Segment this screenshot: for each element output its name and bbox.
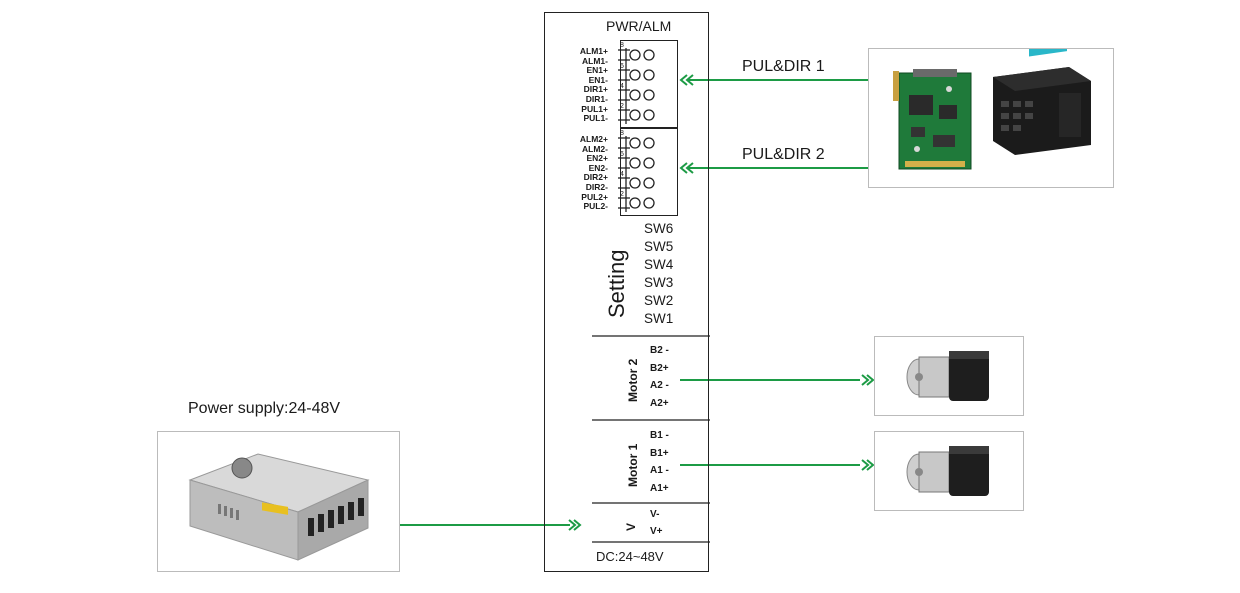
arrow-power: [568, 519, 577, 531]
pin-label: DIR1+: [583, 84, 608, 95]
dip-switch-list: SW6 SW5 SW4 SW3 SW2 SW1: [644, 220, 673, 328]
dip-switch-label: SW6: [644, 221, 674, 236]
dip-switch-label: SW2: [644, 293, 674, 308]
arrow-motor-2: [861, 374, 870, 386]
pin-label: DIR2-: [585, 181, 608, 192]
pin-number: 4: [620, 171, 624, 178]
stepper-motor-2-box: [874, 336, 1024, 416]
connector-1-terminals: 8 6 4 2: [618, 42, 655, 124]
power-supply-label: Power supply:24-48V: [188, 400, 341, 417]
dip-switch-label: SW3: [644, 275, 674, 290]
pin-label: PUL1+: [581, 103, 608, 114]
pin-label: ALM2+: [579, 134, 608, 144]
pin-number: 4: [620, 83, 624, 90]
pin-number: 2: [620, 191, 624, 198]
dip-switch-label: SW5: [644, 239, 674, 254]
stepper-motor-1-icon: [906, 446, 989, 496]
power-pin-label: V+: [650, 526, 663, 537]
pin-label: EN1+: [586, 65, 609, 76]
arrow-motor-1: [861, 459, 870, 471]
pin-label: ALM1-: [582, 55, 608, 66]
power-supply-icon: [188, 453, 370, 561]
motor-2-title: Motor 2: [626, 358, 640, 402]
pin-label: ALM2-: [582, 143, 608, 154]
motor-pin-label: A1+: [650, 482, 669, 494]
pwr-alm-label: PWR/ALM: [606, 18, 672, 34]
pin-label: PUL2-: [583, 201, 608, 212]
pin-number: 6: [620, 151, 624, 158]
motor-1-pins: B1 - B1+ A1 - A1+: [650, 427, 669, 497]
controller-box: [868, 37, 1114, 188]
plc-icon: [993, 37, 1091, 155]
pin-label: EN2+: [586, 153, 609, 164]
driver-dividers: [592, 335, 710, 543]
pul-dir-1-label: PUL&DIR 1: [742, 58, 825, 75]
connector-1-body: [620, 40, 678, 128]
stepper-motor-2-icon: [906, 351, 989, 401]
motor-pin-label: B1+: [650, 447, 669, 459]
power-supply-box: [157, 431, 400, 572]
pin-label: PUL2+: [581, 191, 608, 202]
dip-switch-label: SW4: [644, 257, 674, 272]
pin-number: 6: [620, 63, 624, 70]
motion-card-icon: [893, 69, 972, 170]
stepper-driver: [544, 12, 709, 572]
motor-pin-label: A2+: [650, 397, 669, 409]
stepper-motor-1-box: [874, 431, 1024, 511]
connector-1: ALM1+ ALM1- EN1+ EN1- DIR1+ DIR1- PUL1+ …: [548, 40, 678, 128]
connector-2: ALM2+ ALM2- EN2+ EN2- DIR2+ DIR2- PUL2+ …: [548, 128, 678, 216]
pin-label: DIR2+: [583, 172, 608, 183]
power-terminal-pins: V- V+: [650, 506, 663, 540]
pin-label: EN1-: [588, 74, 608, 85]
pin-label: EN2-: [588, 162, 608, 173]
pin-number: 8: [620, 130, 624, 137]
arrow-pul-dir-1: [679, 74, 688, 86]
motor-pin-label: A2 -: [650, 380, 669, 391]
pul-dir-2-label: PUL&DIR 2: [742, 146, 825, 163]
pin-label: PUL1-: [583, 113, 608, 124]
motor-2-pins: B2 - B2+ A2 - A2+: [650, 342, 669, 412]
motor-pin-label: B2+: [650, 362, 669, 374]
pin-label: ALM1+: [579, 46, 608, 56]
pin-number: 8: [620, 42, 624, 49]
power-pin-label: V-: [650, 509, 660, 520]
arrow-pul-dir-2: [679, 162, 688, 174]
motor-pin-label: B2 -: [650, 345, 669, 356]
connector-2-body: [620, 128, 678, 216]
dip-switch-label: SW1: [644, 311, 674, 326]
motor-1-title: Motor 1: [626, 443, 640, 487]
power-terminal-title: V: [624, 522, 638, 531]
connector-2-terminals: 8 6 4 2: [618, 130, 655, 212]
controller-images: [893, 37, 1091, 170]
pin-label: DIR1-: [585, 93, 608, 104]
connector-1-pin-labels: ALM1+ ALM1- EN1+ EN1- DIR1+ DIR1- PUL1+ …: [548, 46, 609, 124]
motor-pin-label: B1 -: [650, 430, 669, 441]
pin-number: 2: [620, 103, 624, 110]
connector-2-pin-labels: ALM2+ ALM2- EN2+ EN2- DIR2+ DIR2- PUL2+ …: [548, 134, 609, 212]
dc-voltage-label: DC:24~48V: [596, 549, 664, 564]
motor-pin-label: A1 -: [650, 465, 669, 476]
